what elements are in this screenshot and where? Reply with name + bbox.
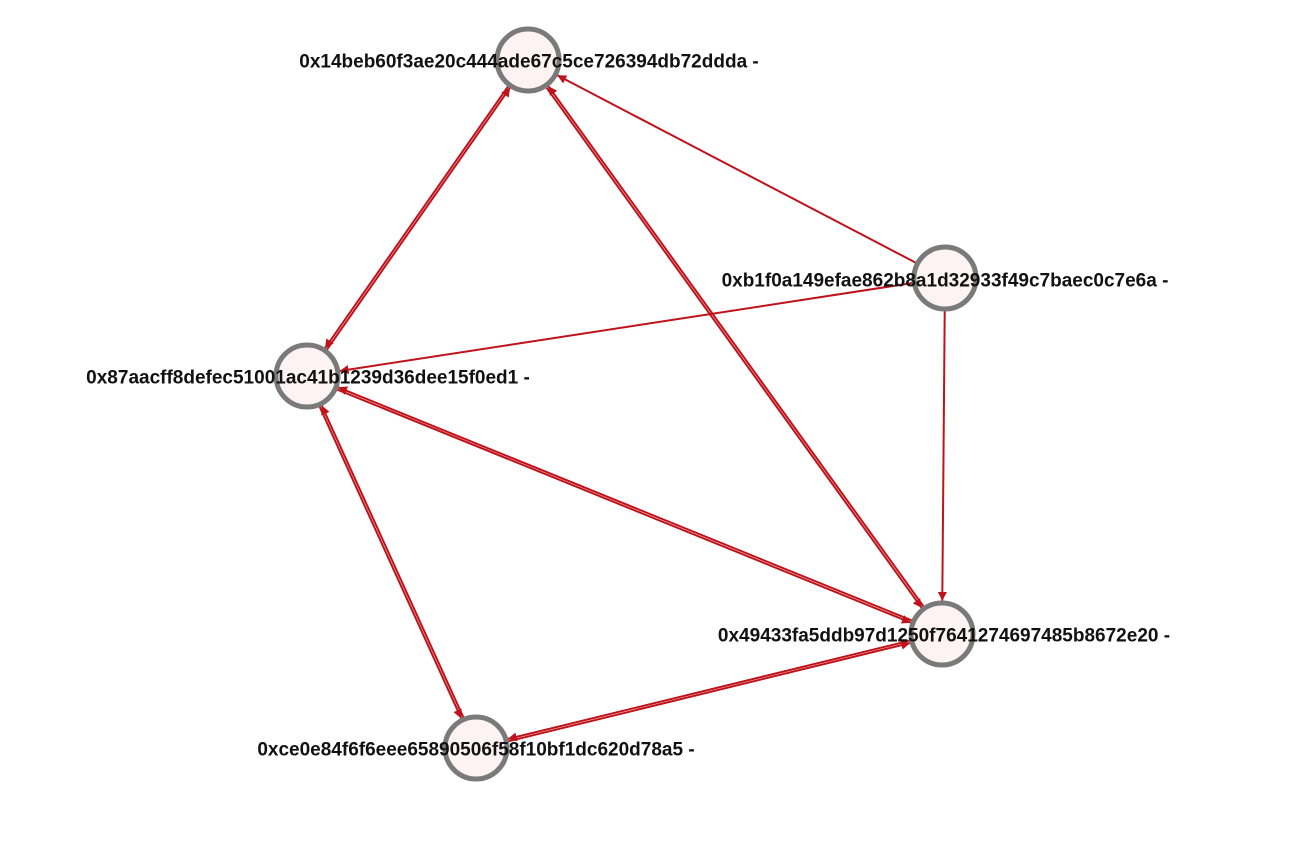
edge-n5-to-n3 <box>320 405 466 720</box>
nodes-layer <box>273 26 979 782</box>
node-label-n4: 0x49433fa5ddb97d1250f7641274697485b8672e… <box>718 626 1170 647</box>
edge-n5-to-n4 <box>506 640 911 743</box>
edge-n3-to-n1 <box>324 87 511 352</box>
node-label-n5: 0xce0e84f6f6eee65890506f58f10bf1dc620d78… <box>257 740 694 761</box>
node-n2[interactable] <box>911 244 979 312</box>
edge-n2-to-n4 <box>937 308 947 602</box>
edge-n1-to-n4 <box>544 85 923 609</box>
node-label-n1: 0x14beb60f3ae20c444ade67c5ce726394db72dd… <box>299 52 759 73</box>
edge-n2-to-n3 <box>339 281 915 375</box>
edge-n2-to-n1 <box>556 74 918 265</box>
node-n3[interactable] <box>273 342 341 410</box>
node-label-n3: 0x87aacff8defec51001ac41b1239d36dee15f0e… <box>86 368 530 389</box>
edge-n1-to-n3 <box>324 84 511 349</box>
edge-n4-to-n3 <box>337 386 915 623</box>
labels-layer: 0x14beb60f3ae20c444ade67c5ce726394db72dd… <box>86 52 1170 761</box>
edge-n4-to-n5 <box>507 639 912 742</box>
edges-layer <box>317 74 947 743</box>
edge-n3-to-n5 <box>317 404 463 719</box>
node-n5[interactable] <box>442 714 510 782</box>
node-n4[interactable] <box>908 600 976 668</box>
edge-n4-to-n1 <box>547 85 926 609</box>
node-n1[interactable] <box>494 26 562 94</box>
node-label-n2: 0xb1f0a149efae862b8a1d32933f49c7baec0c7e… <box>722 271 1169 292</box>
edge-n3-to-n4 <box>334 387 912 624</box>
